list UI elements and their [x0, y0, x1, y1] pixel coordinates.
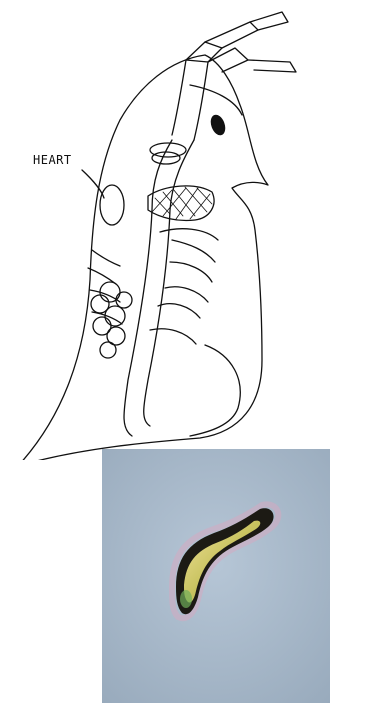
antenna-segment [208, 48, 248, 72]
eye [209, 114, 227, 137]
gut-outline [144, 140, 194, 426]
heart-pointer [82, 170, 104, 198]
stomach [150, 143, 186, 157]
limb [165, 287, 208, 302]
hatched-organ [148, 186, 214, 221]
heart [100, 185, 124, 225]
limb [92, 250, 120, 266]
antenna-shaft [172, 60, 208, 140]
organism-tip [180, 590, 192, 608]
heart-label: HEART [33, 153, 72, 167]
micrograph-background [102, 449, 330, 703]
egg [100, 342, 116, 358]
limb [158, 304, 200, 318]
antenna-segment [205, 22, 258, 48]
daphnia-sketch: HEART [0, 0, 371, 460]
egg [116, 292, 132, 308]
carapace-outline [18, 55, 268, 460]
micrograph-image [102, 449, 330, 703]
limb [172, 240, 215, 262]
egg [100, 282, 120, 302]
antenna-segment [186, 42, 222, 62]
antenna-segment [248, 60, 296, 72]
limb [170, 262, 212, 282]
stomach [152, 152, 180, 164]
inner-shell [190, 345, 240, 436]
